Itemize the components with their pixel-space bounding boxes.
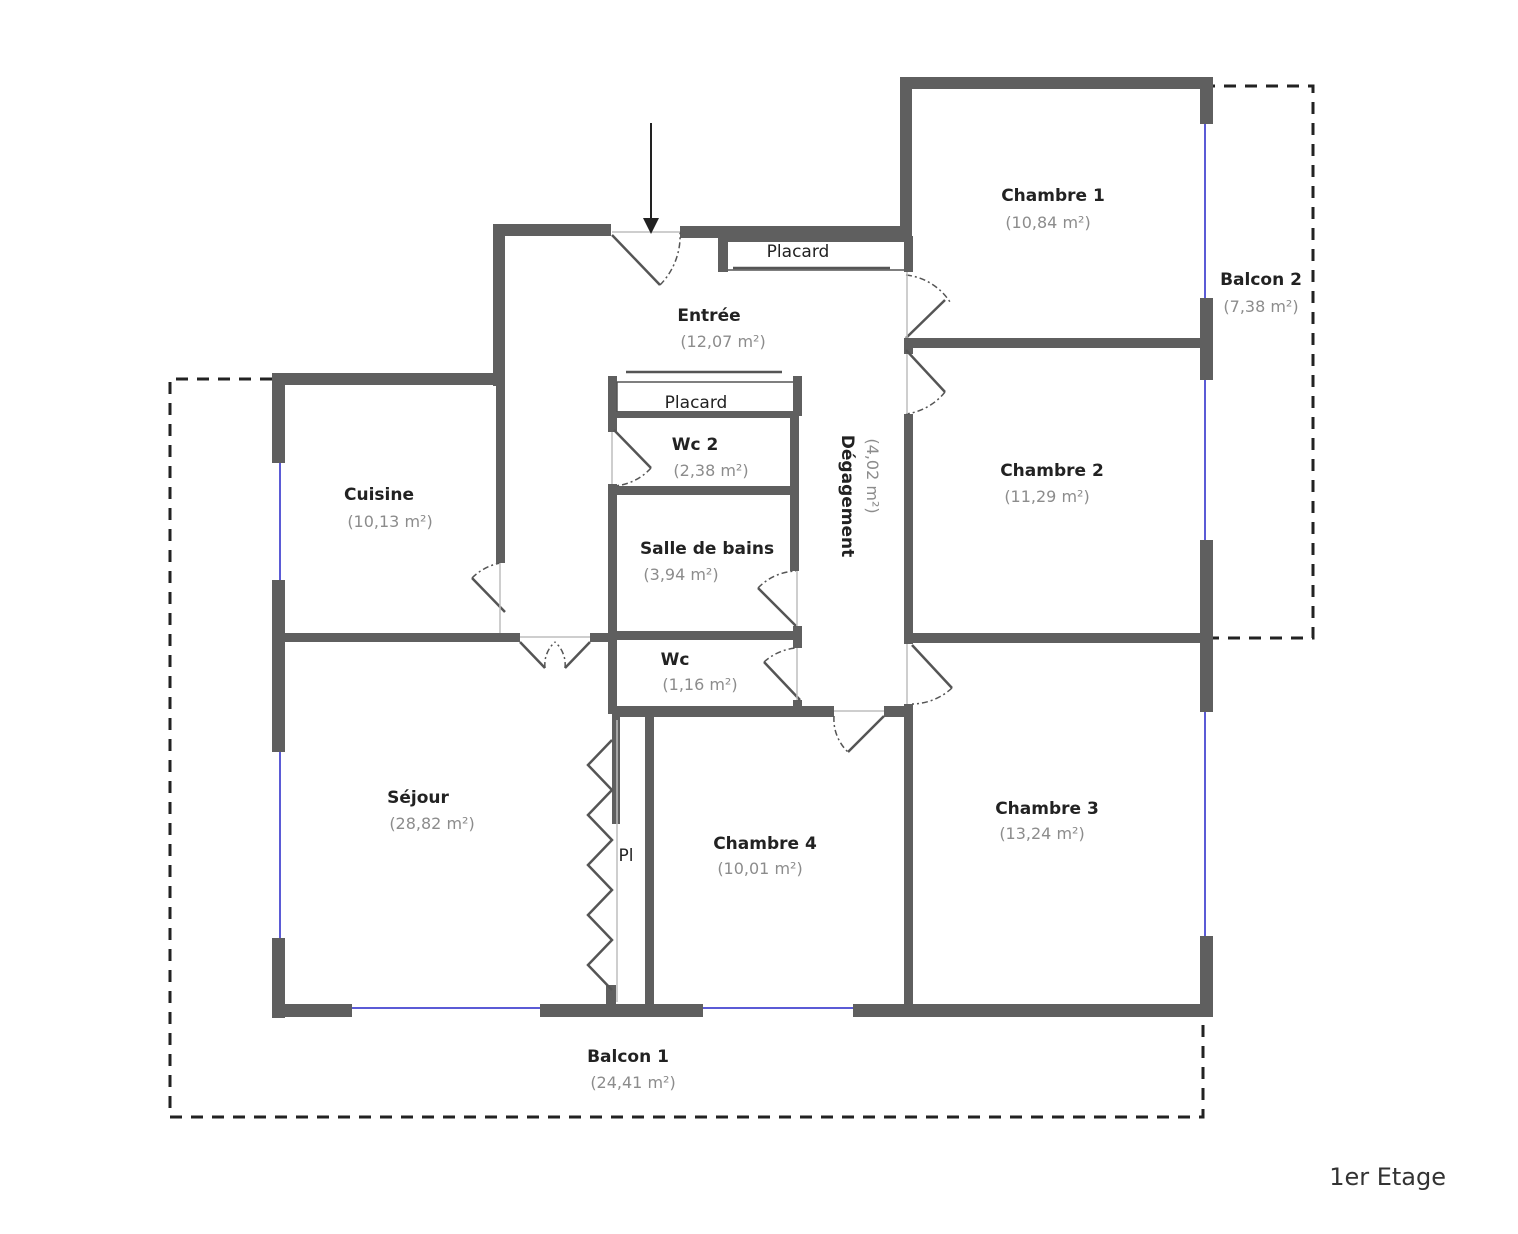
interior-walls [278, 236, 1206, 1007]
balcon1-area: (24,41 m²) [590, 1073, 675, 1092]
salle-de-bains-name: Salle de bains [640, 539, 774, 559]
opening-guides [499, 231, 908, 712]
doors [471, 231, 953, 1002]
balcony-outlines [168, 84, 1315, 1119]
salle-de-bains-area: (3,94 m²) [643, 565, 718, 584]
wc-area: (1,16 m²) [662, 675, 737, 694]
pl-label: Pl [619, 846, 634, 866]
placard-mid-label: Placard [665, 393, 728, 413]
floor-label: 1er Etage [1329, 1163, 1446, 1191]
chambre2-area: (11,29 m²) [1004, 487, 1089, 506]
entree-area: (12,07 m²) [680, 332, 765, 351]
degagement-area: (4,02 m²) [863, 438, 882, 513]
chambre4-name: Chambre 4 [713, 834, 817, 854]
sejour-name: Séjour [387, 788, 449, 808]
room-labels: Chambre 1 (10,84 m²) Balcon 2 (7,38 m²) … [344, 186, 1302, 1092]
windows [279, 124, 1206, 1009]
placard-doors [616, 266, 904, 412]
chambre3-name: Chambre 3 [995, 799, 1099, 819]
balcon1-name: Balcon 1 [587, 1047, 669, 1067]
sejour-area: (28,82 m²) [389, 814, 474, 833]
wc2-area: (2,38 m²) [673, 461, 748, 480]
entree-name: Entrée [677, 306, 740, 326]
balcon1-outline [168, 377, 1205, 1119]
balcon2-area: (7,38 m²) [1223, 297, 1298, 316]
chambre3-area: (13,24 m²) [999, 824, 1084, 843]
chambre4-area: (10,01 m²) [717, 859, 802, 878]
balcon2-outline [1203, 84, 1315, 640]
entrance-arrow [643, 123, 659, 234]
wc2-name: Wc 2 [672, 435, 719, 455]
chambre1-area: (10,84 m²) [1005, 213, 1090, 232]
chambre1-name: Chambre 1 [1001, 186, 1105, 206]
wc-name: Wc [661, 650, 690, 670]
balcon2-name: Balcon 2 [1220, 270, 1302, 290]
outer-walls [272, 77, 1213, 1018]
cuisine-area: (10,13 m²) [347, 512, 432, 531]
cuisine-name: Cuisine [344, 485, 414, 505]
placard-top-label: Placard [767, 242, 830, 262]
chambre2-name: Chambre 2 [1000, 461, 1104, 481]
degagement-name: Dégagement [837, 435, 857, 557]
